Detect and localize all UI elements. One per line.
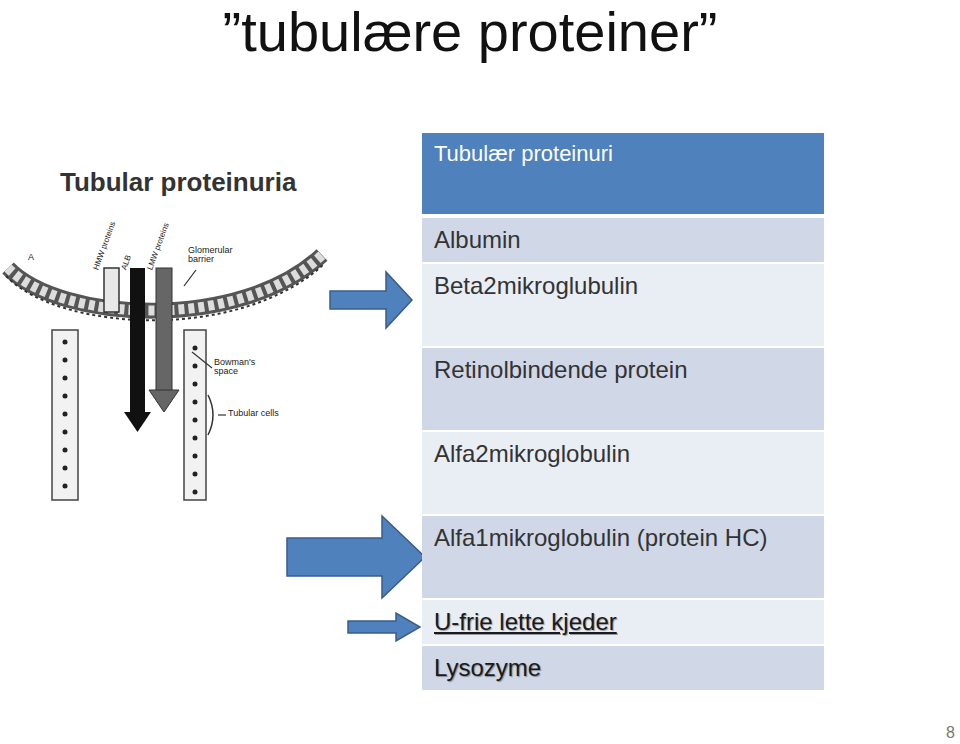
cell-nucleus	[193, 346, 198, 351]
hmw-bar	[104, 268, 119, 312]
cell-nucleus	[63, 448, 68, 453]
table-cell: U-frie lette kjeder	[422, 600, 824, 644]
leader-line	[192, 352, 212, 368]
table-row: Alfa1mikroglobulin (protein HC)	[422, 516, 824, 598]
cell-nucleus	[193, 454, 198, 459]
lmw-arrowhead	[149, 390, 179, 412]
leader-line	[218, 414, 226, 415]
page-number: 8	[946, 724, 955, 742]
table-header: Tubulær proteinuri	[422, 133, 824, 174]
pointer-arrow	[287, 516, 425, 598]
table-cell: Lysozyme	[422, 646, 824, 690]
pointer-arrow	[330, 272, 412, 328]
cell-nucleus	[63, 466, 68, 471]
cell-nucleus	[63, 358, 68, 363]
bar-label: HMW proteins	[91, 220, 117, 271]
table-cell: Alfa1mikroglobulin (protein HC)	[422, 516, 824, 560]
panel-letter: A	[28, 252, 34, 262]
table-cell: Beta2mikroglubulin	[422, 264, 824, 308]
table-row: Beta2mikroglubulin	[422, 264, 824, 346]
tubule-wall	[184, 330, 206, 500]
cell-nucleus	[193, 382, 198, 387]
tubule-wall	[52, 330, 78, 500]
part-label: Bowman's space	[214, 358, 274, 377]
table-cell: Alfa2mikroglobulin	[422, 432, 824, 476]
pointer-arrow	[348, 613, 420, 641]
cell-nucleus	[63, 484, 68, 489]
cell-nucleus	[63, 412, 68, 417]
part-label: Tubular cells	[228, 408, 279, 418]
cell-nucleus	[63, 430, 68, 435]
slide-title: ”tubulære proteiner”	[223, 0, 718, 64]
illustration-title: Tubular proteinuria	[60, 168, 296, 198]
cell-nucleus	[193, 436, 198, 441]
table-row: U-frie lette kjeder	[422, 600, 824, 644]
cell-nucleus	[63, 394, 68, 399]
alb-arrowhead	[124, 412, 151, 432]
bar-label: LMW proteins	[145, 222, 171, 272]
bracket	[208, 395, 213, 435]
cell-nucleus	[63, 340, 68, 345]
table-row: Retinolbindende protein	[422, 348, 824, 430]
cell-nucleus	[193, 418, 198, 423]
cell-nucleus	[193, 490, 198, 495]
table-row: Tubulær proteinuri	[422, 133, 824, 214]
table-row: Albumin	[422, 218, 824, 262]
table-row: Alfa2mikroglobulin	[422, 432, 824, 514]
lmw-bar	[156, 268, 172, 392]
cell-nucleus	[63, 376, 68, 381]
cell-nucleus	[193, 364, 198, 369]
alb-bar	[130, 268, 145, 414]
part-label: Glomerular barrier	[188, 246, 248, 265]
table-cell: Albumin	[422, 218, 824, 262]
cell-nucleus	[193, 400, 198, 405]
leader-line	[184, 270, 196, 286]
table-cell: Retinolbindende protein	[422, 348, 824, 392]
table-row: Lysozyme	[422, 646, 824, 690]
cell-nucleus	[193, 472, 198, 477]
